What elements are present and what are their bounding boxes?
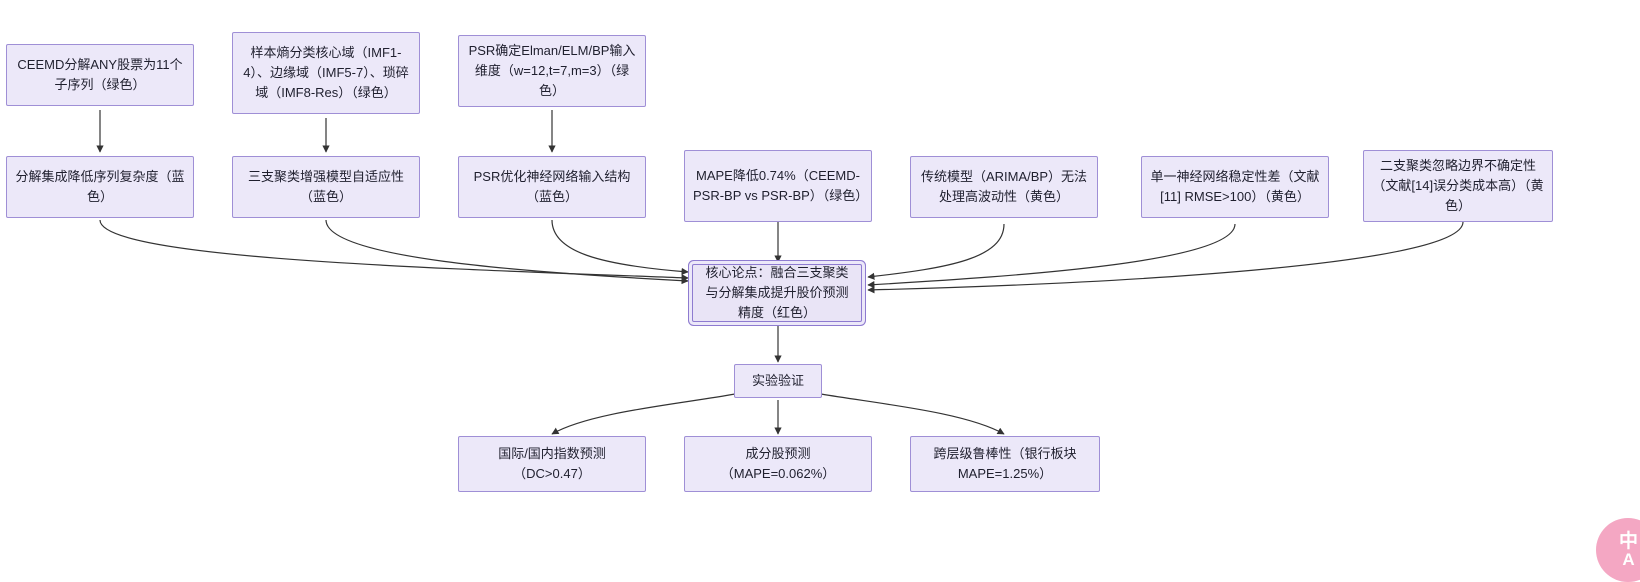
watermark-line-1: 中	[1618, 531, 1638, 552]
node-result-1[interactable]: 国际/国内指数预测（DC>0.47）	[458, 436, 646, 492]
node-benefit-3-label: PSR优化神经网络输入结构（蓝色）	[473, 168, 631, 204]
node-gap-2-label: 单一神经网络稳定性差（文献[11] RMSE>100）（黄色）	[1150, 168, 1320, 204]
watermark-badge: 中 A	[1596, 518, 1640, 582]
node-benefit-1[interactable]: 分解集成降低序列复杂度（蓝色）	[6, 156, 194, 218]
node-benefit-2-label: 三支聚类增强模型自适应性（蓝色）	[247, 168, 404, 204]
node-core-thesis-label: 核心论点：融合三支聚类与分解集成提升股价预测精度（红色）	[705, 264, 849, 321]
node-result-3-label: 跨层级鲁棒性（银行板块MAPE=1.25%）	[933, 445, 1077, 481]
node-gap-3[interactable]: 二支聚类忽略边界不确定性（文献[14]误分类成本高）（黄色）	[1363, 150, 1553, 222]
node-method-3[interactable]: PSR确定Elman/ELM/BP输入维度（w=12,t=7,m=3）（绿色）	[458, 35, 646, 107]
node-gap-3-label: 二支聚类忽略边界不确定性（文献[14]误分类成本高）（黄色）	[1372, 157, 1544, 214]
node-method-1-label: CEEMD分解ANY股票为11个子序列（绿色）	[17, 56, 183, 92]
node-result-2-label: 成分股预测（MAPE=0.062%）	[720, 445, 836, 481]
edge-gap3-core	[867, 221, 1464, 294]
node-method-2[interactable]: 样本熵分类核心域（IMF1-4）、边缘域（IMF5-7）、琐碎域（IMF8-Re…	[232, 32, 420, 114]
edge-benefit2-core	[325, 219, 689, 285]
node-result-1-label: 国际/国内指数预测（DC>0.47）	[498, 445, 606, 481]
node-result-2[interactable]: 成分股预测（MAPE=0.062%）	[684, 436, 872, 492]
node-core-thesis[interactable]: 核心论点：融合三支聚类与分解集成提升股价预测精度（红色）	[692, 264, 862, 322]
edge-experiment-result1	[551, 393, 736, 435]
node-method-3-label: PSR确定Elman/ELM/BP输入维度（w=12,t=7,m=3）（绿色）	[468, 42, 636, 99]
watermark-line-2: A	[1622, 550, 1634, 569]
edge-gap2-core	[867, 223, 1236, 289]
edge-benefit3-core	[551, 219, 689, 276]
edge-experiment-result3	[820, 393, 1005, 435]
node-result-3[interactable]: 跨层级鲁棒性（银行板块MAPE=1.25%）	[910, 436, 1100, 492]
node-benefit-3[interactable]: PSR优化神经网络输入结构（蓝色）	[458, 156, 646, 218]
node-gap-1[interactable]: 传统模型（ARIMA/BP）无法处理高波动性（黄色）	[910, 156, 1098, 218]
node-method-2-label: 样本熵分类核心域（IMF1-4）、边缘域（IMF5-7）、琐碎域（IMF8-Re…	[243, 44, 409, 101]
node-method-1[interactable]: CEEMD分解ANY股票为11个子序列（绿色）	[6, 44, 194, 106]
node-benefit-2[interactable]: 三支聚类增强模型自适应性（蓝色）	[232, 156, 420, 218]
node-evidence-1-label: MAPE降低0.74%（CEEMD-PSR-BP vs PSR-BP）（绿色）	[693, 167, 869, 203]
node-experiment[interactable]: 实验验证	[734, 364, 822, 398]
edge-benefit1-core	[99, 219, 689, 282]
node-benefit-1-label: 分解集成降低序列复杂度（蓝色）	[15, 168, 185, 204]
node-gap-1-label: 传统模型（ARIMA/BP）无法处理高波动性（黄色）	[920, 168, 1088, 204]
node-evidence-1[interactable]: MAPE降低0.74%（CEEMD-PSR-BP vs PSR-BP）（绿色）	[684, 150, 872, 222]
edge-gap1-core	[867, 223, 1005, 280]
node-experiment-label: 实验验证	[751, 372, 804, 388]
node-gap-2[interactable]: 单一神经网络稳定性差（文献[11] RMSE>100）（黄色）	[1141, 156, 1329, 218]
